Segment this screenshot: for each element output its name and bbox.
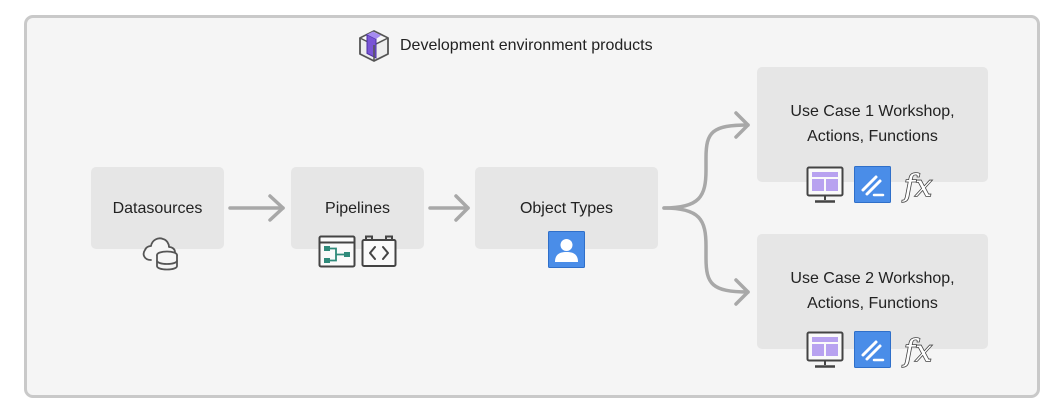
node-use-case-1-line2: Actions, Functions — [807, 128, 938, 145]
actions-icon — [854, 331, 891, 368]
product-cube-icon — [359, 30, 389, 62]
node-use-case-1-label: Use Case 1 Workshop, Actions, Functions — [757, 99, 988, 149]
cloud-database-icon — [142, 237, 178, 271]
svg-text:fx: fx — [902, 169, 932, 204]
node-datasources: Datasources — [91, 167, 224, 249]
svg-text:fx: fx — [902, 334, 932, 369]
node-pipelines-label: Pipelines — [325, 200, 390, 217]
node-use-case-2-line2: Actions, Functions — [807, 295, 938, 312]
diagram-title-row: Development environment products — [356, 28, 653, 64]
node-use-case-2-label: Use Case 2 Workshop, Actions, Functions — [757, 266, 988, 316]
edge-object-types-use-case-2 — [662, 206, 750, 306]
node-object-types-label: Object Types — [519, 200, 614, 217]
functions-icon: fx — [901, 168, 933, 205]
diagram-title: Development environment products — [400, 37, 653, 54]
node-use-case-1: Use Case 1 Workshop, Actions, Functions — [757, 67, 988, 182]
actions-icon — [854, 166, 891, 203]
pipeline-builder-icon — [318, 235, 356, 268]
workshop-icon — [806, 331, 844, 368]
node-use-case-1-line1: Use Case 1 Workshop, — [790, 103, 955, 120]
object-type-icon — [548, 231, 585, 268]
node-use-case-2-line1: Use Case 2 Workshop, — [790, 270, 955, 287]
edge-datasources-pipelines — [228, 194, 285, 222]
workshop-icon — [806, 166, 844, 203]
node-pipelines: Pipelines — [291, 167, 424, 249]
edge-object-types-use-case-1 — [662, 111, 750, 210]
functions-icon: fx — [901, 333, 933, 370]
node-use-case-2: Use Case 2 Workshop, Actions, Functions — [757, 234, 988, 349]
code-repository-icon — [361, 235, 397, 267]
node-datasources-label: Datasources — [112, 200, 203, 217]
edge-pipelines-object-types — [428, 194, 470, 222]
